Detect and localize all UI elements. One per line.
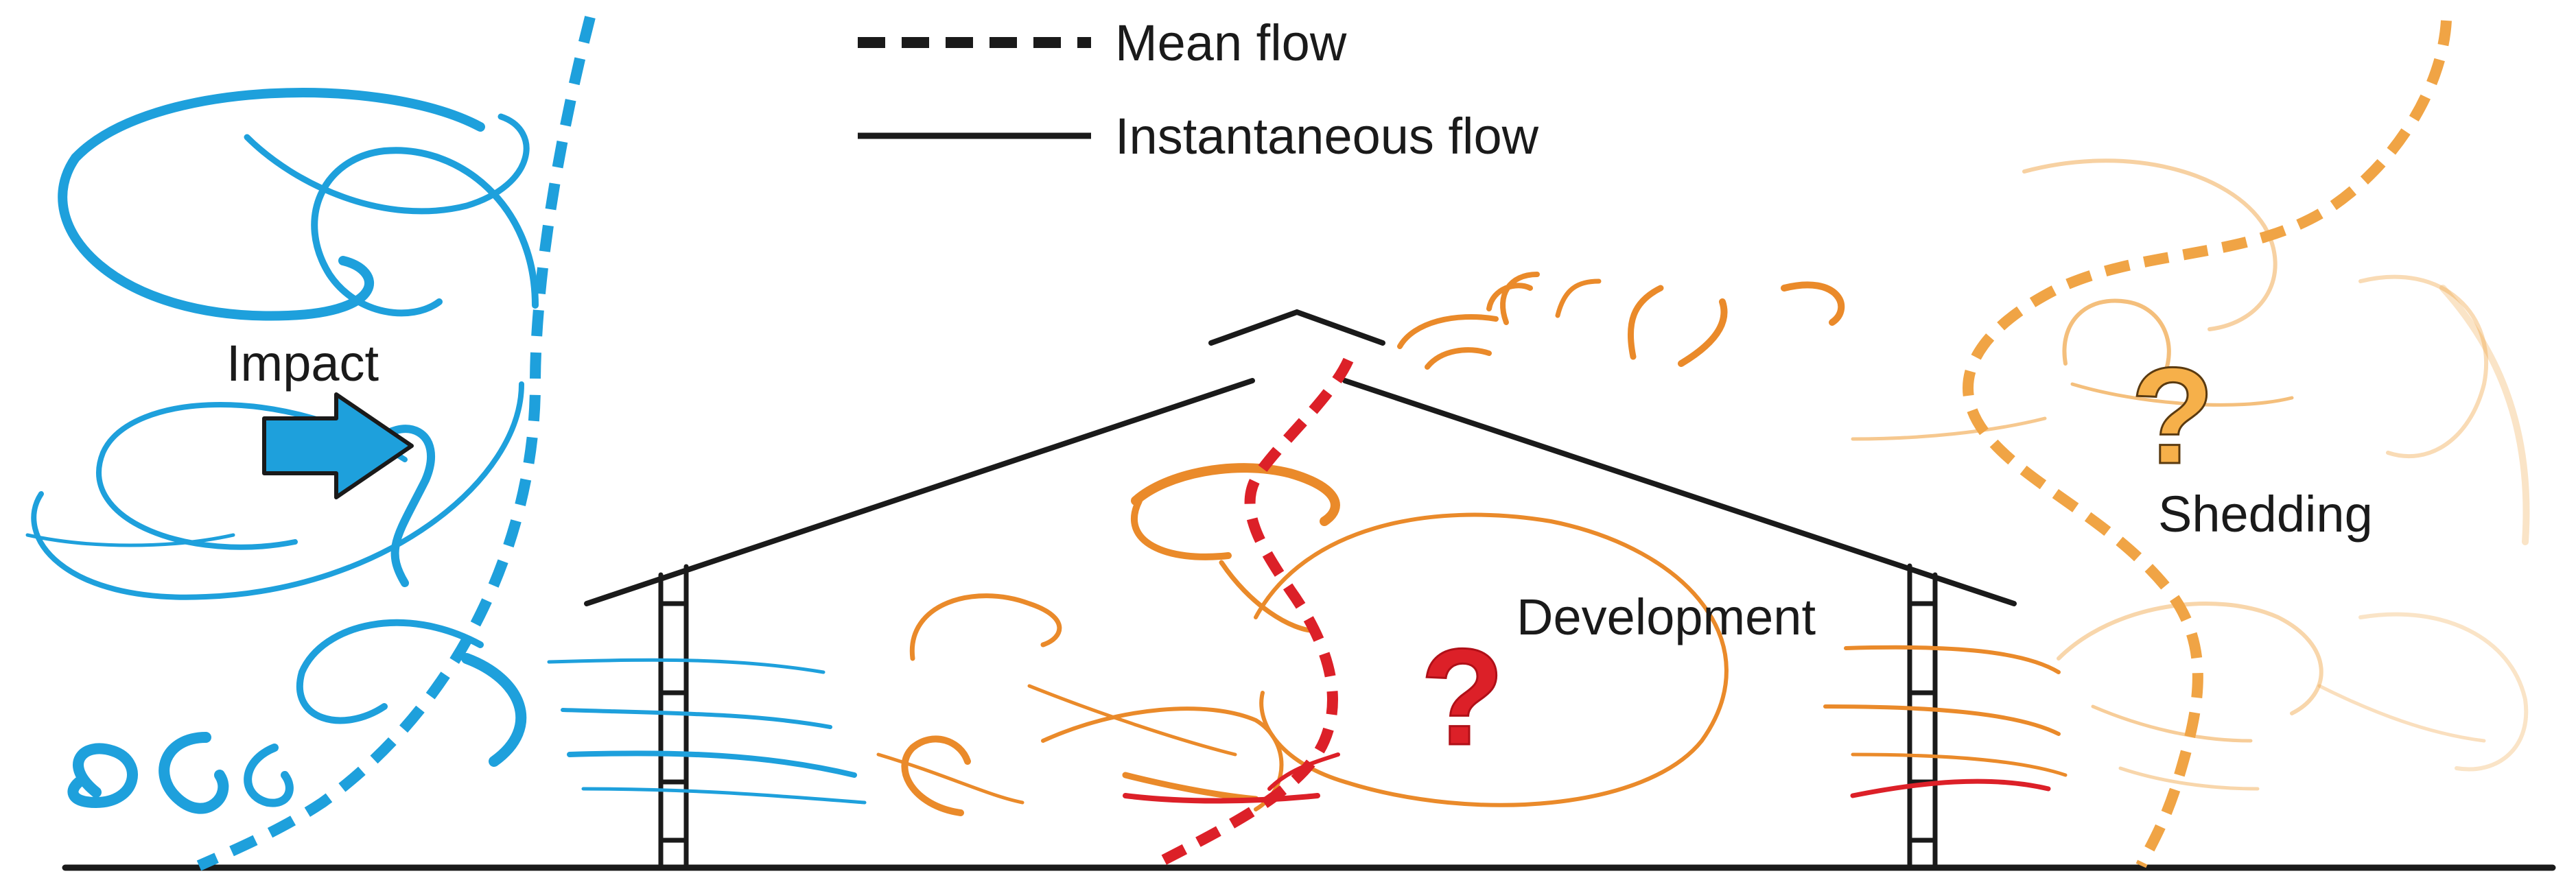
red-streak-inner [1123, 793, 1320, 804]
impact-arrow-icon [262, 392, 414, 499]
vortex-eddy-3 [244, 744, 294, 807]
shedding-label: Shedding [2158, 486, 2373, 543]
shed-streak-1 [2070, 382, 2294, 407]
vortex-eddy-1 [67, 743, 138, 809]
vortex-low-loop [296, 619, 484, 724]
ridge-vent-cap [1208, 309, 1385, 346]
vortex-upper-mid-loop [311, 147, 539, 317]
inner-streak-1 [1027, 684, 1237, 757]
inner-loop-top [1131, 463, 1340, 526]
shed-loop-right [2358, 274, 2489, 458]
shed-loop-top [2022, 158, 2278, 331]
development-label: Development [1517, 589, 1816, 645]
inner-loop-mid [909, 593, 1062, 661]
shedding-mean-flow [1963, 20, 2452, 868]
inner-loop-lower [901, 735, 971, 816]
right-wall [1907, 563, 1938, 870]
incoming-mean-flow [196, 16, 596, 871]
legend-instantaneous-flow-label: Instantaneous flow [1115, 108, 1539, 165]
roof-wisp-2 [1425, 347, 1492, 370]
roof-wisp-4 [1500, 272, 1540, 325]
inflow-streak-3 [567, 750, 857, 778]
vortex-low-right-arc [461, 653, 527, 767]
roof-left-slope [584, 378, 1255, 606]
vortex-eddy-2 [159, 732, 229, 814]
roof-wisp-5 [1555, 278, 1602, 318]
shedding-question-icon: ? [2131, 340, 2214, 492]
inner-streak-2 [876, 752, 1024, 805]
left-wall [658, 564, 689, 870]
developing-mean-flow [1150, 357, 1354, 871]
vortex-mid-loop [31, 381, 524, 600]
inflow-streak-2 [561, 708, 832, 729]
roof-wisp-1 [1397, 314, 1499, 349]
development-question-icon: ? [1420, 621, 1504, 774]
shedding-vortices [1851, 158, 2530, 791]
vortex-top-inner [244, 113, 530, 215]
outflow-streak-2 [1823, 704, 2061, 736]
developing-vortices [876, 272, 2068, 816]
inner-streak-3 [1219, 560, 1320, 634]
inner-loop-wide [1254, 512, 1729, 807]
shed-streak-4 [2118, 766, 2260, 791]
vortex-top-loop [58, 88, 485, 321]
roof-right-slope [1342, 378, 2017, 606]
impact-label: Impact [226, 335, 379, 392]
inflow-streak-4 [581, 787, 867, 805]
shed-streak-2 [1851, 416, 2047, 441]
shed-streak-5 [2317, 684, 2486, 743]
incoming-vortices [25, 88, 867, 814]
inflow-streak-1 [547, 658, 826, 674]
vortex-streak-left [25, 533, 235, 547]
shed-loop-lower-right [2358, 612, 2529, 772]
shed-loop-mid [2062, 298, 2171, 393]
red-streak-right [1850, 779, 2051, 798]
roof-wisp-6 [1627, 285, 1664, 360]
legend-mean-flow-label: Mean flow [1115, 14, 1347, 71]
legend: Mean flow Instantaneous flow [858, 14, 1539, 165]
roof-wisp-7 [1678, 298, 1728, 367]
shed-loop-lower [2057, 602, 2323, 715]
inner-loop-center [1041, 706, 1284, 811]
inner-loop-left [1131, 497, 1232, 560]
roof-wisp-8 [1781, 281, 1845, 326]
outflow-streak-1 [1844, 645, 2061, 674]
outflow-streak-3 [1851, 752, 2068, 777]
shed-loop-far-right [2439, 285, 2530, 545]
building [62, 309, 2556, 871]
vortex-arrow-wrap [366, 425, 435, 587]
shed-streak-3 [2091, 704, 2253, 743]
